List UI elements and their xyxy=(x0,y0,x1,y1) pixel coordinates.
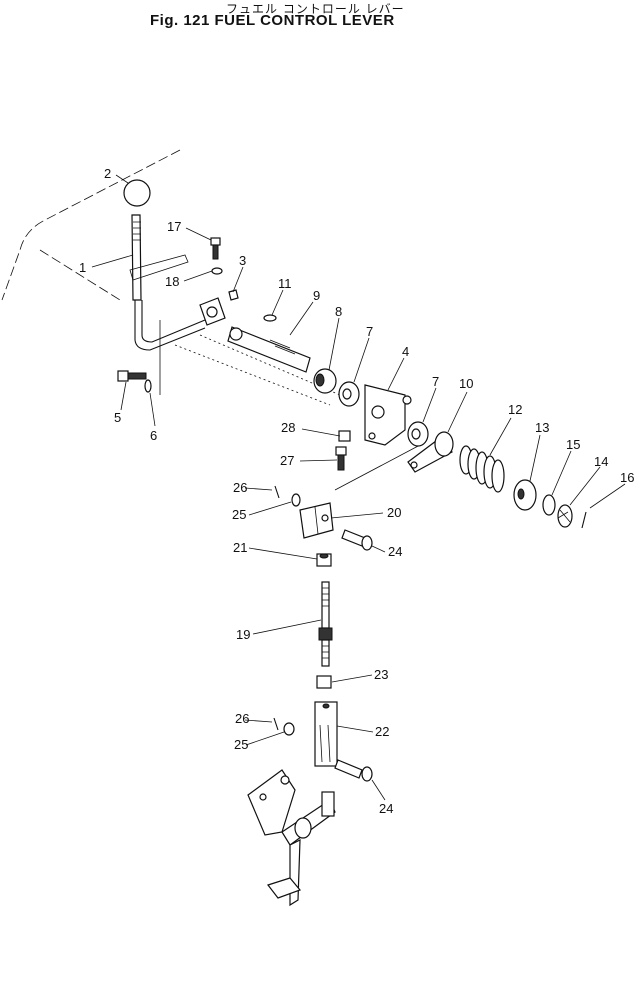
callout-25b: 25 xyxy=(234,737,248,752)
pin-11 xyxy=(263,314,277,322)
callout-9: 9 xyxy=(313,288,320,303)
callout-24a: 24 xyxy=(388,544,402,559)
nut-28 xyxy=(338,430,351,442)
pin-24b xyxy=(334,759,373,782)
callout-24b: 24 xyxy=(379,801,393,816)
callout-27: 27 xyxy=(280,453,294,468)
washer-25b xyxy=(283,722,295,736)
figure-title: Fig. 121 FUEL CONTROL LEVER xyxy=(150,12,395,29)
callout-26a: 26 xyxy=(233,480,247,495)
shaft-9 xyxy=(227,326,311,373)
callout-23: 23 xyxy=(374,667,388,682)
washer-18 xyxy=(211,267,223,275)
washer-25a xyxy=(291,493,301,507)
callout-14: 14 xyxy=(594,454,608,469)
callout-1: 1 xyxy=(79,260,86,275)
callout-8: 8 xyxy=(335,304,342,319)
callout-25a: 25 xyxy=(232,507,246,522)
callout-18: 18 xyxy=(165,274,179,289)
knob xyxy=(123,179,151,207)
callout-17: 17 xyxy=(167,219,181,234)
cotter-pin-16 xyxy=(581,511,587,529)
washer-6 xyxy=(144,379,152,393)
spring-12 xyxy=(459,445,505,493)
leader-lines xyxy=(91,174,626,801)
callout-labels: 2 1 17 18 3 11 9 8 7 4 7 10 12 13 15 14 … xyxy=(79,166,634,816)
cotter-pin-26b xyxy=(273,717,279,731)
callout-28: 28 xyxy=(281,420,295,435)
callout-6: 6 xyxy=(150,428,157,443)
callout-3: 3 xyxy=(239,253,246,268)
callout-7a: 7 xyxy=(366,324,373,339)
cotter-pin-26a xyxy=(274,485,280,499)
bolt-5 xyxy=(117,370,147,382)
control-lever xyxy=(129,214,226,351)
callout-7b: 7 xyxy=(432,374,439,389)
lower-lever-linkage xyxy=(247,769,336,907)
clevis-22 xyxy=(314,701,338,767)
callout-5: 5 xyxy=(114,410,121,425)
rod-19 xyxy=(318,581,333,667)
nut-21 xyxy=(316,553,332,567)
bolt-17 xyxy=(210,237,221,260)
pin-24a xyxy=(341,529,373,551)
callout-20: 20 xyxy=(387,505,401,520)
callout-13: 13 xyxy=(535,420,549,435)
bracket-4 xyxy=(364,384,412,446)
callout-15: 15 xyxy=(566,437,580,452)
callout-2: 2 xyxy=(104,166,111,181)
callout-4: 4 xyxy=(402,344,409,359)
washer-7a xyxy=(338,381,360,407)
bolt-27 xyxy=(335,446,347,471)
lever-arm-10 xyxy=(407,431,454,473)
washer-7b xyxy=(407,421,429,447)
callout-10: 10 xyxy=(459,376,473,391)
callout-12: 12 xyxy=(508,402,522,417)
callout-11: 11 xyxy=(278,276,292,291)
washer-15 xyxy=(542,494,556,516)
callout-26b: 26 xyxy=(235,711,249,726)
clevis-20 xyxy=(299,502,334,539)
collar-13 xyxy=(513,479,537,511)
title-japanese: フュエル コントロール レバー xyxy=(226,2,405,16)
callout-16: 16 xyxy=(620,470,634,485)
callout-21: 21 xyxy=(233,540,247,555)
callout-22: 22 xyxy=(375,724,389,739)
nut-23 xyxy=(316,675,332,689)
nut-14 xyxy=(557,504,573,528)
callout-19: 19 xyxy=(236,627,250,642)
spacer-8 xyxy=(313,368,337,394)
